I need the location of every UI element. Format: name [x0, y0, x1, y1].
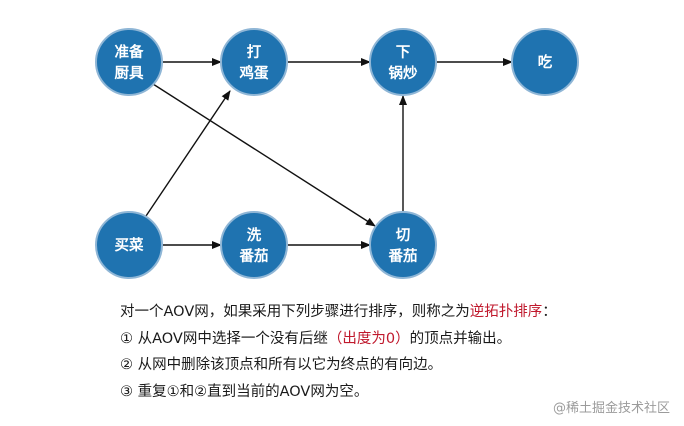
definition-text: 对一个AOV网，如果采用下列步骤进行排序，则称之为逆拓扑排序： ① 从AOV网中… — [120, 299, 620, 405]
edge-buy-eggs — [145, 90, 231, 217]
definition-intro: 对一个AOV网，如果采用下列步骤进行排序，则称之为 — [120, 304, 470, 320]
node-eat: 吃 — [511, 28, 579, 96]
step-1-outdegree-note: （出度为0） — [327, 330, 410, 347]
node-wok: 下 锅炒 — [369, 28, 437, 96]
node-wok-label-2: 锅炒 — [389, 65, 418, 82]
node-cut: 切 番茄 — [369, 211, 437, 279]
edges — [145, 58, 513, 249]
watermark: @稀土掘金技术社区 — [552, 401, 670, 416]
term-reverse-topological-sort: 逆拓扑排序 — [469, 304, 543, 320]
node-eat-label: 吃 — [538, 53, 553, 71]
step-1: ① 从AOV网中选择一个没有后继（出度为0）的顶点并输出。 — [120, 326, 620, 353]
node-wok-label-1: 下 — [396, 44, 411, 61]
node-buy-label: 买菜 — [115, 236, 144, 254]
step-1-start: ① 从AOV网中选择一个没有后继 — [120, 330, 328, 347]
step-3: ③ 重复①和②直到当前的AOV网为空。 — [120, 383, 369, 400]
step-1-end: 的顶点并输出。 — [409, 330, 512, 347]
node-cut-label-1: 切 — [396, 227, 411, 244]
node-prepare: 准备 厨具 — [95, 28, 163, 96]
definition-colon: ： — [542, 304, 557, 320]
node-wash: 洗 番茄 — [220, 211, 288, 279]
node-prepare-label-2: 厨具 — [115, 65, 144, 82]
node-eggs-label-2: 鸡蛋 — [239, 64, 269, 82]
node-wash-label-2: 番茄 — [239, 247, 269, 265]
definition-line-1: 对一个AOV网，如果采用下列步骤进行排序，则称之为逆拓扑排序： — [120, 299, 620, 326]
step-2: ② 从网中删除该顶点和所有以它为终点的有向边。 — [120, 357, 443, 373]
node-cut-label-2: 番茄 — [388, 247, 418, 265]
node-eggs-label-1: 打 — [247, 43, 262, 61]
node-wash-label-1: 洗 — [247, 226, 262, 244]
node-buy: 买菜 — [95, 211, 163, 279]
node-eggs: 打 鸡蛋 — [220, 28, 288, 96]
edge-prepare-cut — [152, 83, 376, 227]
node-prepare-label-1: 准备 — [115, 43, 144, 61]
aov-network-diagram: 准备 厨具 打 鸡蛋 下 锅炒 吃 买菜 洗 番茄 切 番茄 — [95, 28, 579, 279]
